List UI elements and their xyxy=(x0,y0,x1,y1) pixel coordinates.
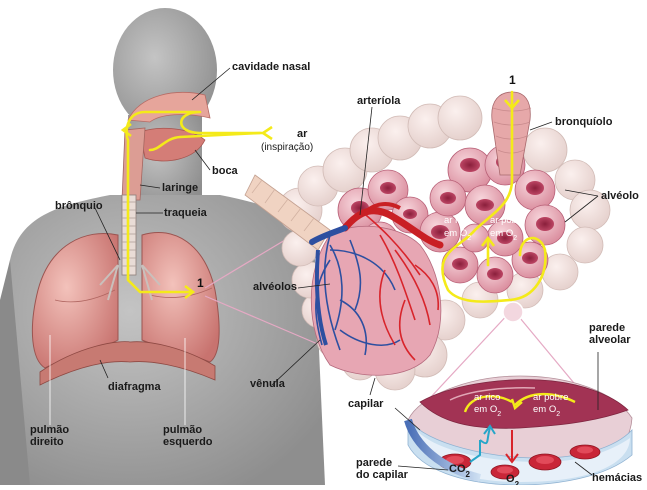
label-pulmao-esquerdo-1: pulmão xyxy=(163,424,202,436)
label-ar: ar xyxy=(297,128,308,140)
label-ar-pobre-bottom-1: ar pobre xyxy=(533,392,568,403)
label-arteriola: arteríola xyxy=(357,95,401,107)
label-bronquiolo: bronquíolo xyxy=(555,116,613,128)
label-venula: vênula xyxy=(250,378,286,390)
label-pulmao-esquerdo-2: esquerdo xyxy=(163,436,213,448)
label-alveolo: alvéolo xyxy=(601,190,639,202)
label-ar-rico-top-1: ar rico xyxy=(444,215,470,226)
capillary-network xyxy=(309,202,444,376)
label-inspiracao: (inspiração) xyxy=(261,142,313,153)
label-ar-rico-bottom-2: em O2 xyxy=(474,404,501,418)
label-parede-capilar-1: parede xyxy=(356,457,392,469)
leader-lines-right xyxy=(271,106,599,476)
label-bronquio: brônquio xyxy=(55,200,103,212)
diaphragm xyxy=(39,341,216,386)
label-hemacias: hemácias xyxy=(592,472,642,484)
label-cavidade-nasal: cavidade nasal xyxy=(232,61,310,73)
label-o2: O2 xyxy=(506,473,520,485)
gas-exchange-closeup xyxy=(404,375,633,486)
label-capilar: capilar xyxy=(348,398,384,410)
label-laringe: laringe xyxy=(162,182,198,194)
label-pulmao-direito-2: direito xyxy=(30,436,64,448)
label-number-1-alveolus: 1 xyxy=(509,73,516,87)
labels: cavidade nasal ar (inspiração) boca lari… xyxy=(30,61,642,489)
leader-lines-left xyxy=(49,67,231,425)
label-ar-pobre-top-2: em O2 xyxy=(490,228,517,242)
air-arrows-alveolus xyxy=(480,99,520,247)
air-path-left xyxy=(125,110,264,294)
label-ar-pobre-bottom-2: em O2 xyxy=(533,404,560,418)
label-diafragma: diafragma xyxy=(108,381,161,393)
label-parede-capilar-2: do capilar xyxy=(356,469,409,481)
label-ar-rico-top-2: em O2 xyxy=(444,228,471,242)
label-alveolos: alvéolos xyxy=(253,281,297,293)
label-parede-alveolar-2: alveolar xyxy=(589,334,631,346)
air-path-alveolus xyxy=(441,90,547,303)
label-boca: boca xyxy=(212,165,239,177)
label-parede-alveolar-1: parede xyxy=(589,322,625,334)
label-ar-pobre-top-1: ar pobre xyxy=(490,215,525,226)
label-number-1-lungs: 1 xyxy=(197,276,204,290)
label-traqueia: traqueia xyxy=(164,207,208,219)
label-ar-rico-bottom-1: ar rico xyxy=(474,392,500,403)
air-arrows-left xyxy=(120,122,273,300)
zoom-focus-circle xyxy=(502,301,524,323)
label-co2: CO2 xyxy=(449,463,471,479)
label-pulmao-direito-1: pulmão xyxy=(30,424,69,436)
